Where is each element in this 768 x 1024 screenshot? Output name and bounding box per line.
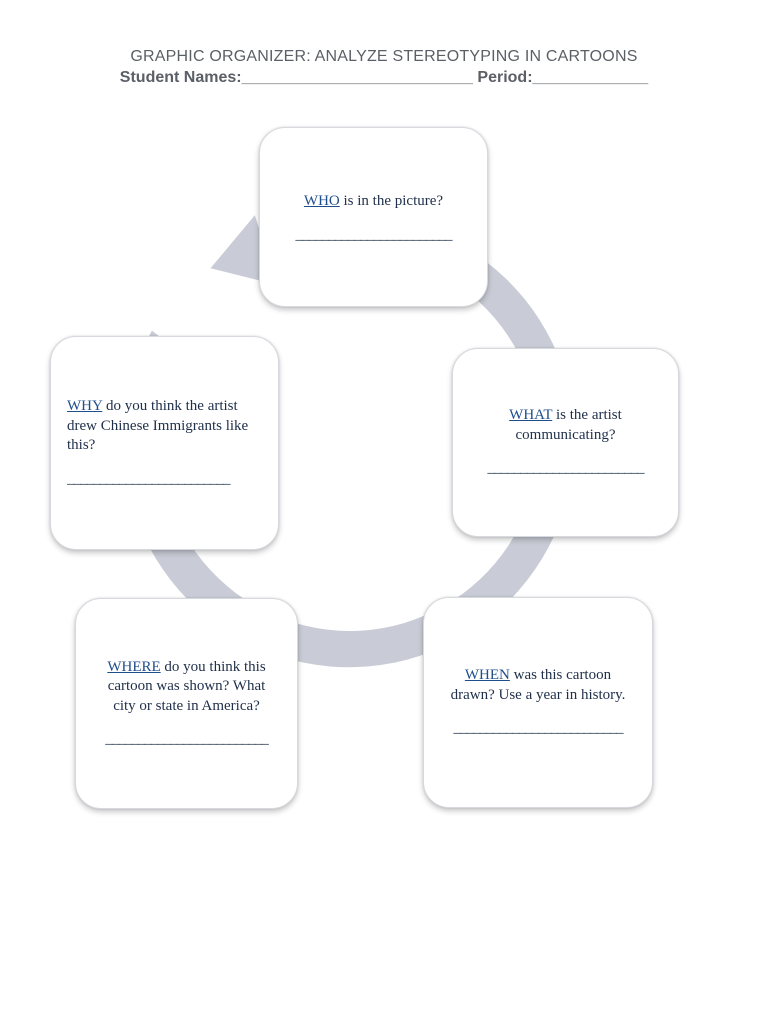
page-header: GRAPHIC ORGANIZER: ANALYZE STEREOTYPING …	[0, 46, 768, 88]
where-box: WHERE do you think this cartoon was show…	[75, 598, 298, 809]
who-answer-blank[interactable]: ________________________	[295, 226, 453, 243]
where-question-text: do you think this cartoon was shown? Wha…	[107, 658, 266, 714]
what-answer-blank[interactable]: ________________________	[487, 460, 645, 477]
when-keyword: WHEN	[464, 667, 510, 684]
when-answer-blank[interactable]: __________________________	[453, 720, 624, 737]
why-question: WHY do you think the artist drew Chinese…	[67, 397, 262, 456]
page-title: GRAPHIC ORGANIZER: ANALYZE STEREOTYPING …	[130, 48, 638, 65]
what-question-text: is the artist communicating?	[515, 407, 622, 443]
what-question: WHAT is the artist communicating?	[479, 406, 652, 445]
why-box: WHY do you think the artist drew Chinese…	[50, 336, 279, 550]
what-box: WHAT is the artist communicating? ______…	[452, 348, 679, 537]
who-box: WHO is in the picture? _________________…	[259, 127, 488, 307]
where-keyword: WHERE	[107, 658, 161, 675]
when-question: WHEN was this cartoon drawn? Use a year …	[442, 666, 634, 705]
what-keyword: WHAT	[509, 407, 553, 424]
student-names-period-line: Student Names:__________________________…	[119, 69, 649, 86]
who-keyword: WHO	[303, 193, 340, 209]
where-question: WHERE do you think this cartoon was show…	[96, 658, 277, 717]
why-keyword: WHY	[67, 398, 103, 414]
when-box: WHEN was this cartoon drawn? Use a year …	[423, 597, 653, 808]
why-answer-blank[interactable]: _________________________	[67, 470, 231, 487]
when-question-text: was this cartoon drawn? Use a year in hi…	[450, 667, 626, 703]
why-question-text: do you think the artist drew Chinese Imm…	[67, 398, 249, 453]
who-question: WHO is in the picture?	[288, 192, 459, 212]
who-question-text: is in the picture?	[339, 193, 444, 209]
where-answer-blank[interactable]: _________________________	[105, 731, 269, 747]
